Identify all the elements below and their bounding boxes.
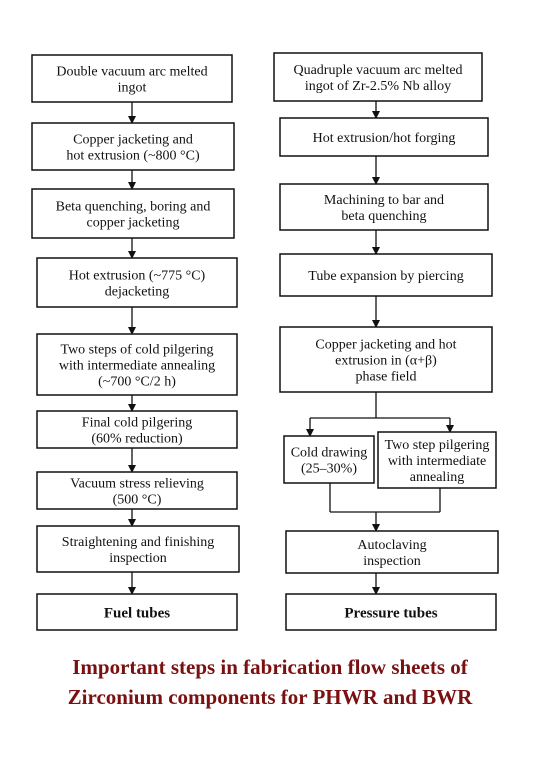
step-text-line: Beta quenching, boring and	[56, 199, 211, 214]
step-text-line: phase field	[355, 369, 416, 384]
figure-caption: Important steps in fabrication flow shee…	[0, 652, 540, 712]
step-text-line: Two step pilgering	[385, 438, 490, 453]
step-text-line: Hot extrusion/hot forging	[313, 131, 456, 146]
step-text-line: Quadruple vacuum arc melted	[293, 63, 462, 78]
step-box-frame	[31, 188, 235, 239]
left-column-step-l4: Hot extrusion (~775 °C)dejacketing	[36, 257, 238, 308]
step-box-frame	[36, 257, 238, 308]
step-text-line: Double vacuum arc melted	[56, 64, 207, 79]
step-text-line: ingot of Zr-2.5% Nb alloy	[305, 79, 451, 94]
step-text-line: ingot	[118, 80, 147, 95]
step-text-line: (500 °C)	[113, 492, 162, 507]
step-box-frame	[36, 525, 240, 573]
step-box-frame	[279, 253, 493, 297]
step-box-frame	[285, 593, 497, 631]
left-column-step-l9: Fuel tubes	[36, 593, 238, 631]
step-text-line: Copper jacketing and hot	[315, 337, 456, 352]
step-box-frame	[279, 326, 493, 393]
step-box-frame	[31, 122, 235, 171]
step-text-line: Hot extrusion (~775 °C)	[69, 268, 206, 283]
step-box-frame	[279, 117, 489, 157]
step-text-line: Copper jacketing and	[73, 132, 193, 147]
left-column-step-l6: Final cold pilgering(60% reduction)	[36, 410, 238, 449]
step-box-frame	[36, 410, 238, 449]
step-text-line: (60% reduction)	[91, 431, 183, 446]
right-column-step-r2: Hot extrusion/hot forging	[279, 117, 489, 157]
step-box-frame	[36, 471, 238, 510]
step-text-line: beta quenching	[341, 209, 426, 224]
step-text-line: (25–30%)	[301, 461, 357, 476]
left-column-step-l7: Vacuum stress relieving(500 °C)	[36, 471, 238, 510]
right-column-step-r4: Tube expansion by piercing	[279, 253, 493, 297]
step-text-line: Straightening and finishing	[62, 535, 214, 550]
step-text-line: hot extrusion (~800 °C)	[66, 148, 200, 163]
step-text-line: inspection	[363, 554, 421, 569]
step-text-line: with intermediate annealing	[59, 358, 215, 373]
step-text-line: Machining to bar and	[324, 193, 444, 208]
step-box-frame	[377, 431, 497, 489]
caption-line-2: Zirconium components for PHWR and BWR	[67, 685, 473, 709]
right-column-step-r6a: Cold drawing(25–30%)	[283, 435, 375, 484]
step-box-frame	[273, 52, 483, 102]
step-text-line: inspection	[109, 551, 167, 566]
step-text-line: dejacketing	[105, 284, 170, 299]
step-text-line: with intermediate	[388, 454, 486, 469]
flow-connectors	[128, 101, 454, 595]
step-text-line: Two steps of cold pilgering	[61, 342, 214, 357]
step-text-line: Autoclaving	[357, 538, 426, 553]
step-text-line: extrusion in (α+β)	[335, 353, 437, 368]
step-text-line: Cold drawing	[291, 445, 368, 460]
step-box-frame	[31, 54, 233, 103]
right-column-step-r8: Pressure tubes	[285, 593, 497, 631]
step-text-line: Fuel tubes	[104, 605, 170, 621]
step-text-line: copper jacketing	[87, 215, 180, 230]
step-box-frame	[285, 530, 499, 574]
caption-line-1: Important steps in fabrication flow shee…	[72, 655, 468, 679]
step-text-line: (~700 °C/2 h)	[98, 374, 176, 389]
step-text-line: Final cold pilgering	[82, 415, 192, 430]
step-text-line: Tube expansion by piercing	[308, 269, 463, 284]
step-text-line: annealing	[410, 470, 464, 485]
step-text-line: Vacuum stress relieving	[70, 476, 204, 491]
step-box-frame	[36, 593, 238, 631]
step-box-frame	[36, 333, 238, 396]
step-box-frame	[279, 183, 489, 231]
step-box-frame	[283, 435, 375, 484]
step-text-line: Pressure tubes	[344, 605, 437, 621]
